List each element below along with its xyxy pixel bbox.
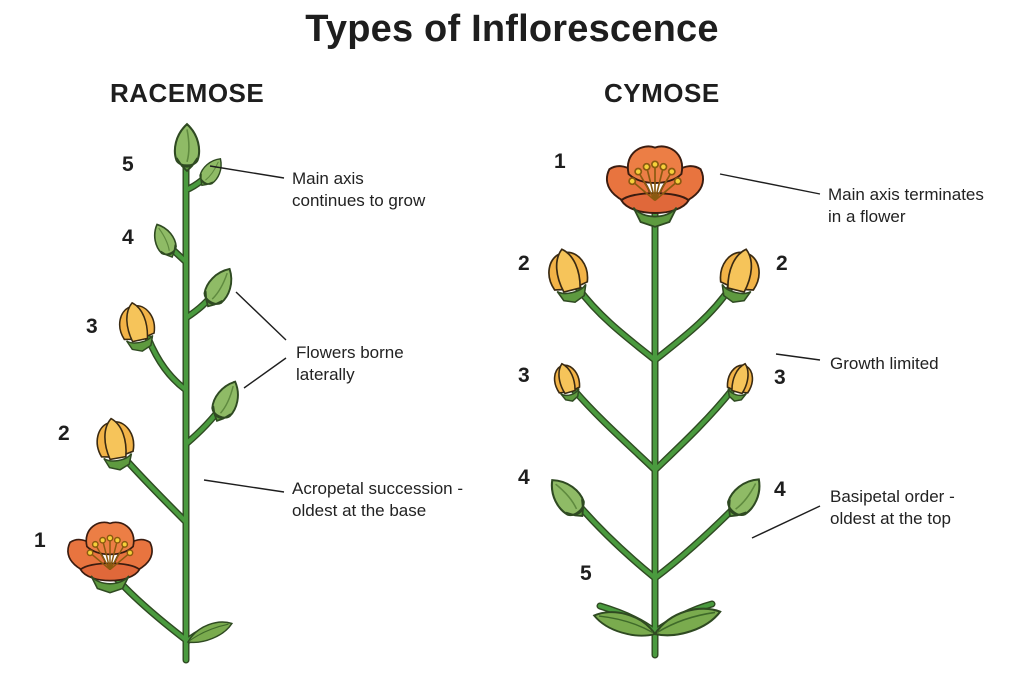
leader-lines [203,165,821,539]
note-line: Main axis terminates [828,185,984,204]
diagram-title: Types of Inflorescence [305,8,719,50]
racemose-base-leaf [184,618,236,646]
cymose-number-4-right: 4 [774,478,786,501]
cymose-plant [541,145,770,659]
note-line: oldest at the base [292,501,427,520]
racemose-plant [67,123,247,664]
note-line: oldest at the top [830,509,951,528]
note-line: Flowers borne [296,343,404,362]
racemose-number-2: 2 [58,422,70,445]
cymose-heading: CYMOSE [604,78,720,108]
racemose-number-5: 5 [122,153,134,176]
cymose-number-3-left: 3 [518,364,530,387]
racemose-note-lateral: Flowers borne laterally [296,342,404,386]
note-line: Basipetal order - [830,487,955,506]
racemose-note-acropetal: Acropetal succession - oldest at the bas… [292,478,463,522]
cymose-number-2-right: 2 [776,252,788,275]
cymose-number-2-left: 2 [518,252,530,275]
racemose-heading: RACEMOSE [110,78,265,108]
cymose-note-basipetal: Basipetal order - oldest at the top [830,486,955,530]
cymose-number-3-right: 3 [774,366,786,389]
racemose-note-main-axis: Main axis continues to grow [292,168,425,212]
cymose-number-1: 1 [554,150,566,173]
note-line: continues to grow [292,191,426,210]
note-line: Main axis [292,169,364,188]
cymose-leaf-right [651,604,724,639]
note-line: laterally [296,365,355,384]
cymose-number-4-left: 4 [518,466,530,489]
cymose-note-growth-limited: Growth limited [830,353,939,375]
cymose-number-5: 5 [580,562,592,585]
racemose-bud-5 [173,123,201,173]
note-line: Growth limited [830,354,939,373]
cymose-note-terminates: Main axis terminates in a flower [828,184,984,228]
note-line: Acropetal succession - [292,479,464,498]
racemose-flower-1 [67,521,153,594]
racemose-number-4: 4 [122,226,134,249]
racemose-number-3: 3 [86,315,98,338]
note-line: in a flower [828,207,906,226]
racemose-number-1: 1 [34,529,46,552]
